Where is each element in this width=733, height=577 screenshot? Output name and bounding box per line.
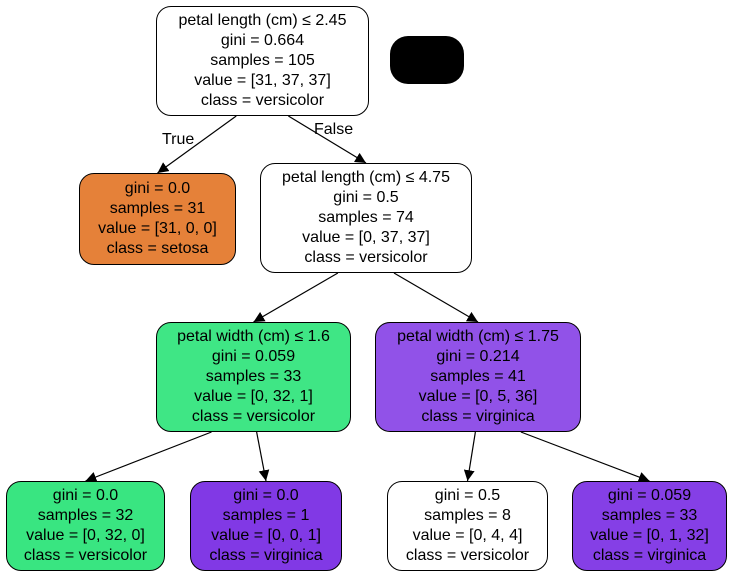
node-text-line: gini = 0.5: [333, 189, 399, 206]
node-text-line: samples = 8: [424, 507, 511, 524]
tree-node-split-petal-width-right: petal width (cm) ≤ 1.75 gini = 0.214 sampl…: [375, 322, 581, 432]
node-text-line: petal width (cm) ≤ 1.6: [177, 328, 330, 345]
node-text-line: samples = 33: [205, 368, 302, 385]
tree-node-split-petal-length: petal length (cm) ≤ 4.75 gini = 0.5 sample…: [260, 163, 472, 273]
node-text-line: value = [0, 32, 0]: [26, 527, 145, 544]
edge-label-true: True: [162, 131, 195, 148]
edge-n4-n7: [463, 431, 476, 482]
node-text-line: class = versicolor: [23, 547, 148, 564]
node-text-line: class = versicolor: [200, 92, 325, 109]
node-text-line: samples = 74: [318, 209, 414, 226]
edge-n0-n1: [157, 115, 237, 174]
node-text-line: class = versicolor: [304, 249, 428, 266]
node-text-line: gini = 0.664: [220, 32, 305, 49]
node-text-line: samples = 41: [430, 368, 526, 385]
node-text-line: class = versicolor: [405, 547, 530, 564]
node-text-line: class = virginica: [421, 408, 535, 425]
node-text-line: samples = 1: [222, 507, 310, 524]
edge-n4-n8: [520, 431, 650, 483]
node-text-line: value = [0, 32, 1]: [194, 388, 313, 405]
redaction-blob: [390, 36, 464, 84]
node-text-line: class = setosa: [106, 240, 209, 257]
node-text-line: value = [31, 0, 0]: [98, 220, 217, 237]
edge-label-false: False: [314, 121, 354, 138]
node-text-line: class = versicolor: [191, 408, 316, 425]
node-text-line: class = virginica: [592, 547, 707, 564]
tree-node-leaf-mixed: gini = 0.5 samples = 8 value = [0, 4, 4] cl…: [387, 481, 548, 571]
node-text-line: samples = 105: [210, 52, 315, 69]
node-text-line: gini = 0.5: [434, 487, 501, 504]
tree-node-leaf-virginica-small: gini = 0.0 samples = 1 value = [0, 0, 1] cl…: [190, 481, 342, 571]
node-text-line: gini = 0.0: [124, 180, 191, 197]
node-text-line: petal length (cm) ≤ 4.75: [282, 169, 450, 186]
node-text-line: value = [31, 37, 37]: [194, 72, 331, 89]
node-text-line: value = [0, 37, 37]: [302, 229, 430, 246]
tree-node-split-petal-width-left: petal width (cm) ≤ 1.6 gini = 0.059 sample…: [156, 322, 351, 432]
node-text-line: gini = 0.059: [607, 487, 692, 504]
edge-n3-n5: [85, 431, 212, 483]
edge-n2-n3: [253, 272, 339, 323]
tree-node-root: petal length (cm) ≤ 2.45 gini = 0.664 samp…: [156, 6, 369, 116]
edge-n2-n4: [393, 272, 479, 323]
node-text-line: gini = 0.059: [211, 348, 296, 365]
node-text-line: gini = 0.214: [436, 348, 520, 365]
node-text-line: gini = 0.0: [52, 487, 119, 504]
node-text-line: value = [0, 4, 4]: [412, 527, 523, 544]
node-text-line: value = [0, 1, 32]: [590, 527, 709, 544]
tree-node-leaf-setosa: gini = 0.0 samples = 31 value = [31, 0, 0]…: [79, 173, 236, 265]
tree-node-leaf-versicolor: gini = 0.0 samples = 32 value = [0, 32, 0]…: [6, 481, 165, 571]
edge-n3-n6: [256, 431, 270, 482]
node-text-line: class = virginica: [209, 547, 323, 564]
node-text-line: gini = 0.0: [233, 487, 299, 504]
node-text-line: samples = 31: [109, 200, 206, 217]
node-text-line: petal width (cm) ≤ 1.75: [397, 328, 559, 345]
node-text-line: samples = 32: [37, 507, 134, 524]
node-text-line: petal length (cm) ≤ 2.45: [178, 12, 347, 29]
tree-node-leaf-virginica: gini = 0.059 samples = 33 value = [0, 1, 3…: [572, 481, 727, 571]
node-text-line: samples = 33: [601, 507, 698, 524]
edge-n0-n2: [288, 115, 367, 164]
node-text-line: value = [0, 5, 36]: [418, 388, 538, 405]
node-text-line: value = [0, 0, 1]: [211, 527, 321, 544]
